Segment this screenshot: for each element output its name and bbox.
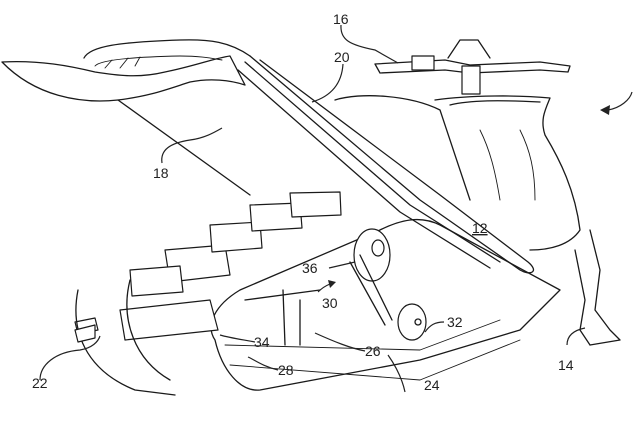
ref-18: 18: [153, 165, 169, 181]
leader-18: [161, 127, 223, 164]
ref-28: 28: [278, 362, 294, 378]
ref-30: 30: [322, 295, 338, 311]
leader-34: [219, 334, 256, 343]
flap-18: [1, 55, 251, 196]
hood: [334, 95, 621, 346]
ref-26: 26: [365, 343, 381, 359]
leader-22: [39, 335, 101, 381]
rail-20: [237, 55, 535, 274]
rear-drum-22: [74, 279, 176, 396]
ref-34: 34: [254, 334, 270, 350]
direction-arrow-head: [600, 105, 610, 115]
ref-12: 12: [472, 220, 488, 236]
track-24: [210, 218, 561, 391]
arrow-30: [317, 283, 331, 293]
handlebar-16: [374, 39, 571, 95]
suspension-30: [244, 254, 393, 346]
track-lugs: [74, 191, 342, 341]
leader-32: [424, 321, 445, 333]
idler-32: [397, 303, 427, 341]
leader-14: [566, 327, 586, 346]
leader-36: [328, 261, 356, 269]
leader-16: [340, 24, 399, 64]
arrow-30-head: [328, 280, 336, 288]
ref-22: 22: [32, 375, 48, 391]
ref-36: 36: [302, 260, 318, 276]
leader-26: [314, 332, 366, 352]
ref-24: 24: [424, 377, 440, 393]
leader-20: [311, 63, 344, 103]
ref-32: 32: [447, 314, 463, 330]
ref-20: 20: [334, 49, 350, 65]
ref-14: 14: [558, 357, 574, 373]
ref-16: 16: [333, 11, 349, 27]
leader-28: [247, 356, 279, 371]
pulley-36: [353, 228, 391, 282]
seat: [83, 39, 251, 69]
leader-24: [387, 354, 406, 393]
direction-arrow: [607, 91, 633, 111]
